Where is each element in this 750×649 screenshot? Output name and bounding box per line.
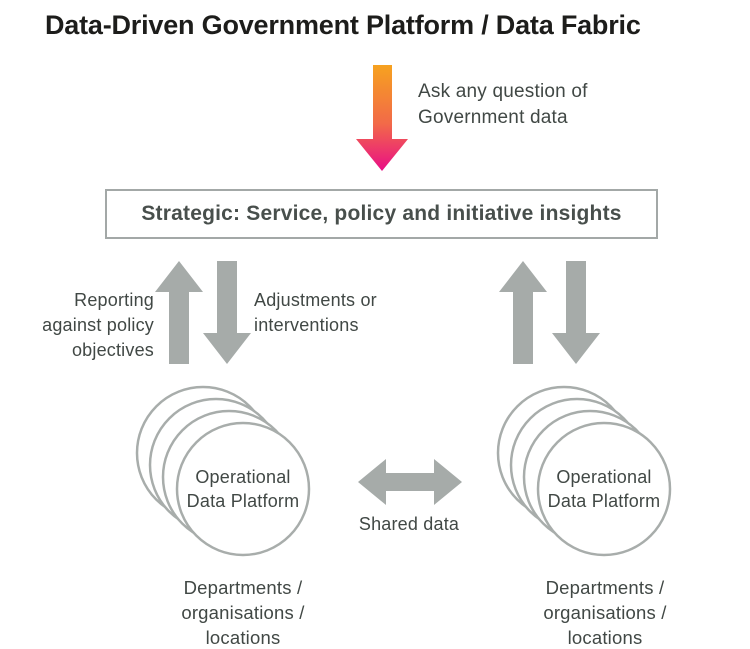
left-down-arrow-icon [203,261,251,364]
left-up-arrow-icon [155,261,203,364]
right-departments-caption: Departments / organisations / locations [543,577,667,648]
left-platform-label: Operational Data Platform [186,467,300,511]
gradient-down-arrow-icon [356,65,408,171]
right-down-arrow-icon [552,261,600,364]
right-platform-label: Operational Data Platform [547,467,661,511]
left-departments-caption: Departments / organisations / locations [181,577,305,648]
strategic-box-label: Strategic: Service, policy and initiativ… [141,202,622,225]
ask-question-label: Ask any question of Government data [418,81,588,128]
strategic-insights-box: Strategic: Service, policy and initiativ… [105,189,658,239]
reporting-objectives-label: Reporting against policy objectives [42,290,154,360]
left-stacked-circles-icon [135,385,311,557]
shared-data-label: Shared data [358,514,460,534]
right-up-arrow-icon [499,261,547,364]
adjustments-interventions-label: Adjustments or interventions [254,290,377,335]
double-horizontal-arrow-icon [358,459,462,505]
page-title: Data-Driven Government Platform / Data F… [45,10,641,40]
right-stacked-circles-icon [496,385,672,557]
